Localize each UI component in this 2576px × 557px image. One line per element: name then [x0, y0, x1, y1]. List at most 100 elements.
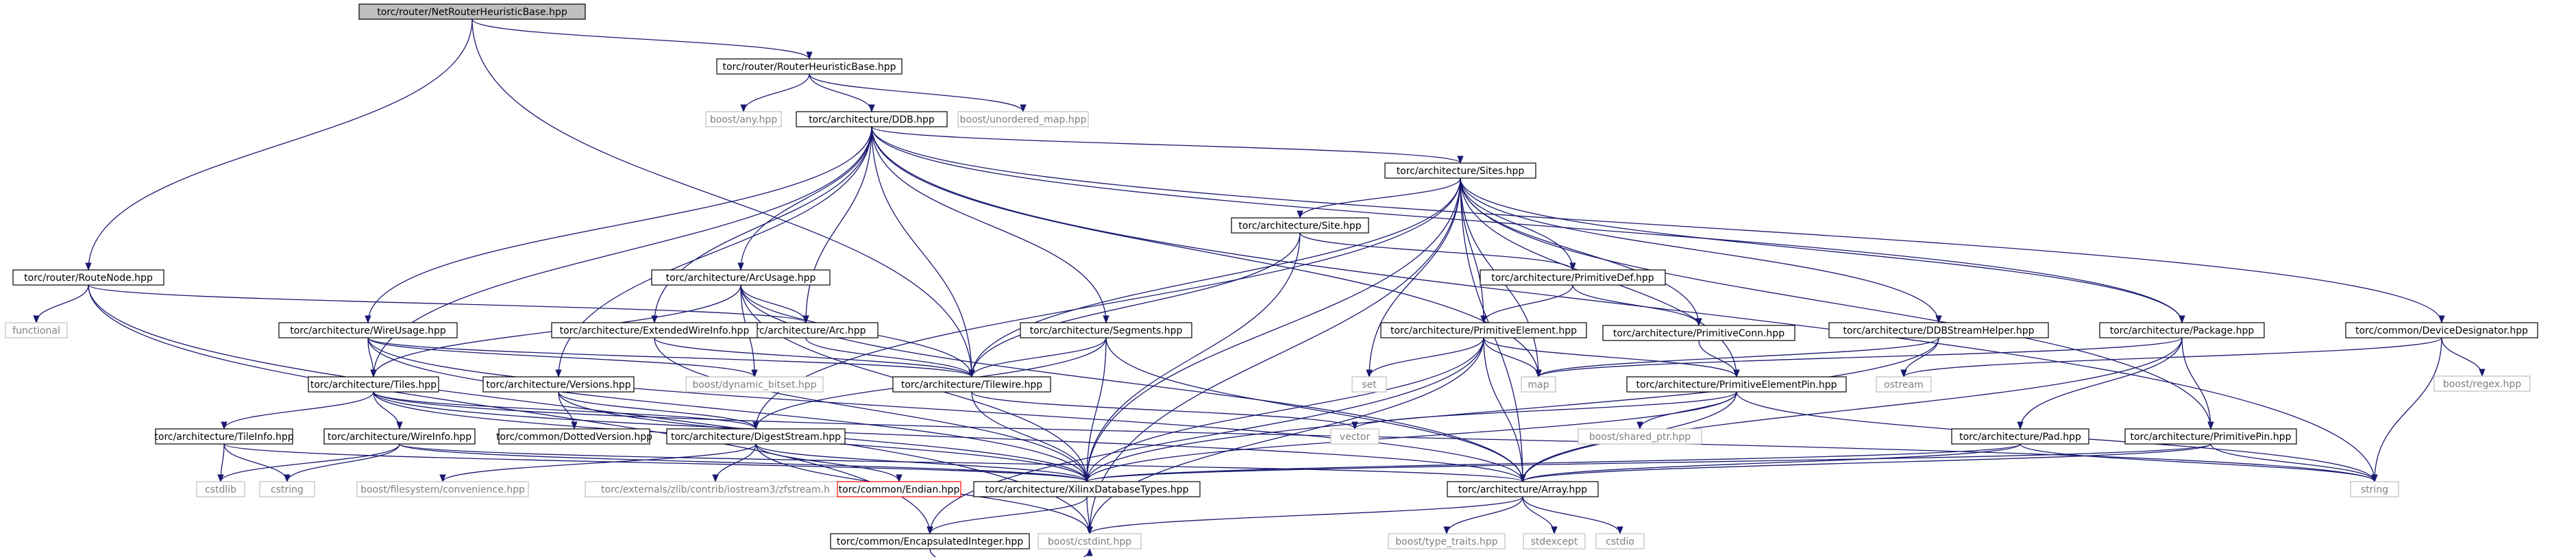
- node-boost-sharedptr: boost/shared_ptr.hpp: [1578, 428, 1702, 445]
- node-box: [551, 322, 758, 338]
- node-routenode[interactable]: torc/router/RouteNode.hpp: [12, 269, 164, 286]
- node-devdes[interactable]: torc/common/DeviceDesignator.hpp: [2345, 322, 2538, 338]
- node-box: [358, 3, 586, 20]
- node-ddbsh[interactable]: torc/architecture/DDBStreamHelper.hpp: [1828, 322, 2049, 338]
- node-label: map: [1528, 380, 1549, 391]
- node-tiles[interactable]: torc/architecture/Tiles.hpp: [308, 376, 439, 393]
- node-label: boost/type_traits.hpp: [1395, 536, 1497, 547]
- node-pdef[interactable]: torc/architecture/PrimitiveDef.hpp: [1480, 269, 1666, 286]
- node-box: [323, 428, 476, 445]
- edge-sites-to-xdbt: [1083, 177, 1461, 483]
- node-array[interactable]: torc/architecture/Array.hpp: [1447, 481, 1599, 497]
- node-site[interactable]: torc/architecture/Site.hpp: [1231, 217, 1369, 234]
- edge-tiles-to-wireinfo: [373, 391, 403, 430]
- edge-digest-to-endian: [755, 443, 903, 483]
- edge-pkg-to-pad: [2017, 337, 2183, 430]
- node-label: functional: [12, 325, 60, 336]
- node-wireusage[interactable]: torc/architecture/WireUsage.hpp: [278, 322, 458, 338]
- node-pelempin[interactable]: torc/architecture/PrimitiveElementPin.hp…: [1626, 376, 1847, 393]
- edge-ddbsh-to-map: [1535, 337, 1939, 378]
- node-label: torc/router/NetRouterHeuristicBase.hpp: [377, 7, 567, 18]
- edge-tileinfo-to-xdbt: [223, 443, 1090, 483]
- node-stdexcept: stdexcept: [1523, 533, 1586, 549]
- node-label: torc/router/RouteNode.hpp: [24, 273, 153, 284]
- node-label: torc/architecture/XilinxDatabaseTypes.hp…: [985, 484, 1188, 495]
- edge-ppin-to-xdbt: [1083, 443, 2211, 483]
- edge-pelem-to-set: [1366, 337, 1484, 378]
- node-box: [973, 481, 1201, 497]
- edge-pad-to-array: [1519, 443, 2021, 483]
- node-box: [1626, 376, 1847, 393]
- edge-versions-to-digest: [558, 391, 759, 430]
- dependency-edges: [33, 18, 2486, 557]
- node-encint[interactable]: torc/common/EncapsulatedInteger.hpp: [830, 533, 1030, 549]
- node-box: [1020, 322, 1192, 338]
- node-box: [1388, 533, 1506, 549]
- node-label: boost/unordered_map.hpp: [960, 114, 1087, 125]
- node-pconn[interactable]: torc/architecture/PrimitiveConn.hpp: [1602, 325, 1795, 341]
- node-pkg[interactable]: torc/architecture/Package.hpp: [2099, 322, 2265, 338]
- node-boost-tt: boost/type_traits.hpp: [1388, 533, 1506, 549]
- node-sites[interactable]: torc/architecture/Sites.hpp: [1384, 162, 1536, 179]
- node-ddb[interactable]: torc/architecture/DDB.hpp: [796, 111, 948, 127]
- edge-tiles-to-digest: [373, 391, 759, 430]
- node-zfstream: torc/externals/zlib/contrib/iostream3/zf…: [585, 481, 846, 497]
- node-string: string: [2350, 481, 2399, 497]
- node-box: [1595, 533, 1645, 549]
- node-root: torc/router/NetRouterHeuristicBase.hpp: [358, 3, 586, 20]
- node-xdbt[interactable]: torc/architecture/XilinxDatabaseTypes.hp…: [973, 481, 1201, 497]
- node-digest[interactable]: torc/architecture/DigestStream.hpp: [666, 428, 846, 445]
- edge-rhb-to-ddb: [809, 73, 875, 113]
- edge-ddbsh-to-xdbt: [1083, 337, 1939, 483]
- node-box: [2345, 322, 2538, 338]
- edge-encint-to-boost_cstdint: [929, 547, 1093, 557]
- edge-wireusage-to-xdbt: [367, 337, 1090, 483]
- node-box: [1523, 533, 1586, 549]
- edge-pelem-to-array: [1483, 337, 1526, 483]
- edge-tileinfo-to-cstdlib: [217, 443, 225, 483]
- edge-site-to-pdef: [1299, 232, 1576, 271]
- node-boost-umap: boost/unordered_map.hpp: [957, 111, 1089, 127]
- node-tilewire[interactable]: torc/architecture/Tilewire.hpp: [892, 376, 1051, 393]
- node-box: [196, 481, 245, 497]
- edge-routenode-to-arc: [88, 284, 809, 324]
- node-ppin[interactable]: torc/architecture/PrimitivePin.hpp: [2124, 428, 2297, 445]
- edge-pkg-to-array: [1519, 337, 2183, 483]
- node-pelem[interactable]: torc/architecture/PrimitiveElement.hpp: [1380, 322, 1587, 338]
- node-rhb[interactable]: torc/router/RouterHeuristicBase.hpp: [716, 58, 903, 75]
- node-arcusage[interactable]: torc/architecture/ArcUsage.hpp: [651, 269, 831, 286]
- node-label: torc/architecture/Sites.hpp: [1397, 166, 1525, 177]
- node-label: boost/regex.hpp: [2443, 379, 2521, 390]
- node-versions[interactable]: torc/architecture/Versions.hpp: [482, 376, 635, 393]
- edge-ddb-to-wireusage: [365, 126, 872, 324]
- node-box: [1480, 269, 1666, 286]
- node-vector: vector: [1330, 428, 1379, 445]
- node-box: [666, 428, 846, 445]
- edge-tiles-to-array: [373, 391, 1526, 483]
- edge-array-to-cstdio: [1522, 496, 1623, 535]
- node-box: [5, 322, 68, 338]
- node-box: [796, 111, 948, 127]
- node-label: boost/dynamic_bitset.hpp: [692, 380, 816, 391]
- node-extwire[interactable]: torc/architecture/ExtendedWireInfo.hpp: [551, 322, 758, 338]
- node-arc[interactable]: torc/architecture/Arc.hpp: [733, 322, 879, 338]
- edge-wireinfo-to-cstdlib: [217, 443, 400, 483]
- edge-sites-to-tilewire: [968, 177, 1461, 378]
- node-dottedver[interactable]: torc/common/DottedVersion.hpp: [496, 428, 652, 445]
- node-boost-cstdint: boost/cstdint.hpp: [1038, 533, 1142, 549]
- node-label: torc/architecture/Site.hpp: [1238, 221, 1361, 232]
- node-endian[interactable]: torc/common/Endian.hpp: [837, 481, 961, 497]
- edge-ddb-to-arcusage: [737, 126, 872, 271]
- node-tileinfo[interactable]: torc/architecture/TileInfo.hpp: [154, 428, 294, 445]
- node-label: torc/architecture/Array.hpp: [1458, 484, 1587, 495]
- node-wireinfo[interactable]: torc/architecture/WireInfo.hpp: [323, 428, 476, 445]
- edge-ddb-to-extwire: [651, 126, 872, 324]
- edge-wireinfo-to-xdbt: [399, 443, 1090, 483]
- edge-wireusage-to-tilewire: [367, 337, 975, 378]
- node-box: [1521, 376, 1556, 393]
- node-pad[interactable]: torc/architecture/Pad.hpp: [1951, 428, 2089, 445]
- node-segments[interactable]: torc/architecture/Segments.hpp: [1020, 322, 1192, 338]
- node-box: [482, 376, 635, 393]
- node-label: torc/router/RouterHeuristicBase.hpp: [723, 62, 896, 73]
- node-functional: functional: [5, 322, 68, 338]
